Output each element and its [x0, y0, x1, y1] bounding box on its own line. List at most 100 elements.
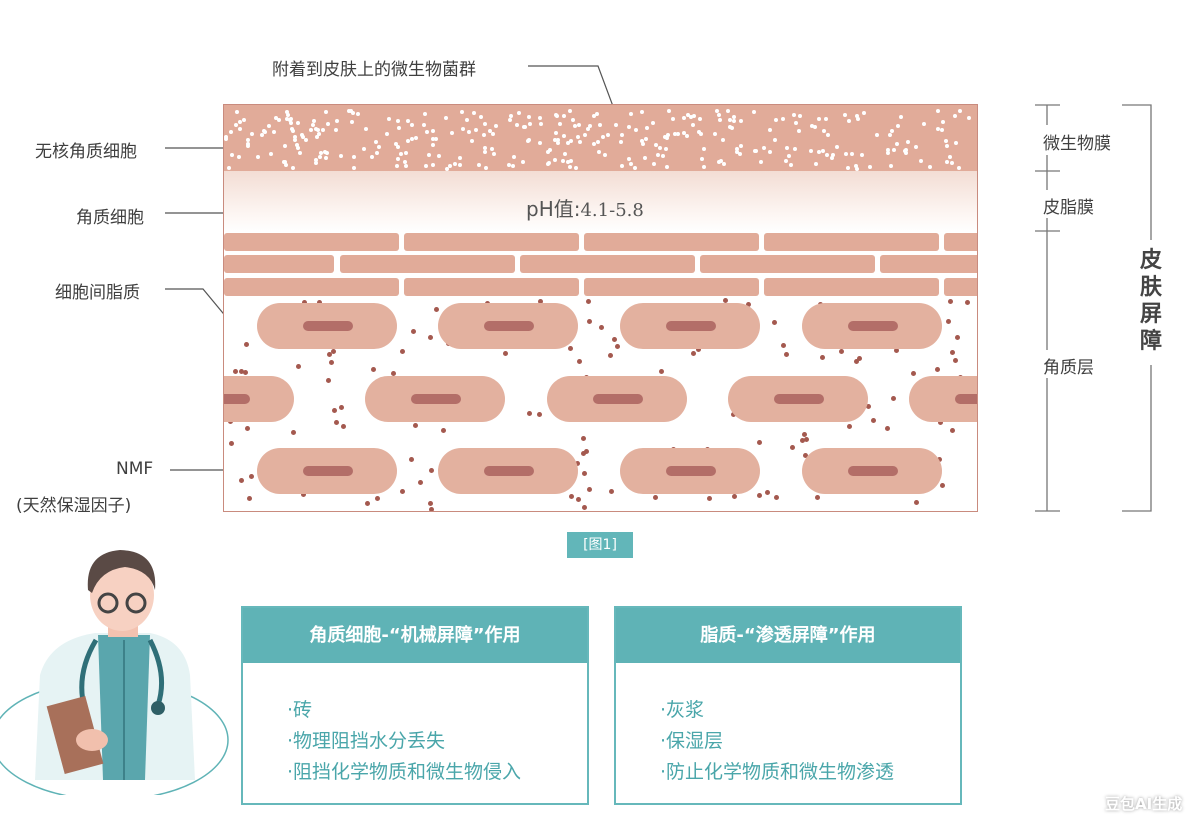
microbe-dot: [477, 162, 482, 167]
microbe-dot: [349, 119, 354, 124]
microbe-dot: [667, 109, 672, 114]
microbe-dot: [234, 110, 239, 115]
microbe-dot: [295, 143, 300, 148]
microbe-dot: [396, 157, 401, 162]
card-item: ·灰浆: [660, 699, 705, 721]
microbe-dot: [681, 131, 686, 136]
microbe-dot: [643, 156, 648, 161]
nmf-dot: [653, 495, 659, 501]
microbe-dot: [450, 131, 455, 136]
corneocyte-cell: [257, 303, 397, 349]
microbe-dot: [482, 149, 487, 154]
microbe-dot: [566, 141, 571, 146]
microbe-dot: [511, 154, 516, 159]
microbe-dot: [734, 146, 739, 151]
corneocyte-cell: [728, 376, 868, 422]
microbe-dot: [324, 109, 329, 114]
card-item: ·防止化学物质和微生物渗透: [660, 761, 895, 783]
microbe-dot: [773, 137, 778, 142]
microbe-dot: [313, 127, 318, 132]
microbe-dot: [444, 166, 449, 171]
nmf-dot: [945, 319, 951, 325]
microbe-dot: [634, 128, 639, 133]
microbe-dot: [860, 152, 865, 157]
microbe-dot: [545, 149, 550, 154]
nmf-dot: [722, 297, 728, 303]
microbe-dot: [300, 132, 305, 137]
nmf-dot: [913, 500, 919, 506]
microbe-dot: [798, 113, 803, 118]
microbe-dot: [906, 139, 911, 144]
microbe-dot: [700, 157, 705, 162]
microbe-dot: [867, 165, 872, 170]
microbe-dot: [301, 135, 306, 140]
microbe-dot: [283, 162, 288, 167]
microbe-dot: [409, 137, 414, 141]
microbe-dot: [546, 162, 551, 167]
corneocyte-cell: [802, 448, 942, 494]
microbe-dot: [430, 137, 435, 142]
microbe-dot: [727, 118, 732, 123]
microbe-dot: [350, 111, 355, 116]
microbe-dot: [767, 127, 772, 132]
microbe-dot: [295, 145, 300, 150]
nmf-dot: [609, 488, 615, 494]
nmf-dot: [583, 449, 589, 455]
nmf-dot: [526, 411, 532, 417]
nmf-dot: [326, 378, 332, 384]
microbe-dot: [291, 166, 296, 171]
microbe-dot: [685, 112, 690, 117]
nmf-dot: [338, 405, 344, 411]
microbe-dot: [285, 117, 290, 122]
microbe-dot: [914, 144, 919, 149]
microbe-dot: [394, 163, 399, 168]
microbe-dot: [484, 165, 489, 170]
microbe-dot: [793, 146, 798, 151]
microbe-dot: [600, 134, 605, 139]
microbe-dot: [394, 141, 398, 146]
microbe-dot: [596, 139, 601, 144]
microbe-dot: [453, 161, 458, 166]
nmf-dot: [953, 357, 959, 363]
microbe-dot: [752, 109, 757, 114]
microbe-dot: [242, 117, 247, 122]
microbe-dot: [395, 119, 400, 124]
nmf-dot: [612, 336, 618, 342]
microbe-dot: [688, 114, 693, 119]
microbe-dot: [404, 164, 409, 169]
microbe-dot: [796, 129, 801, 134]
microbe-dot: [940, 127, 945, 132]
nmf-dot: [568, 493, 574, 499]
microbe-dot: [224, 137, 229, 142]
microbe-dot: [349, 109, 354, 114]
microbe-dot: [314, 134, 319, 139]
microbe-dot: [597, 149, 602, 154]
microbe-dot: [515, 123, 520, 128]
cell-nucleus: [666, 466, 716, 476]
microbe-dot: [424, 129, 429, 134]
microbe-dot: [731, 118, 736, 123]
label-corneocytes: 角质细胞: [76, 208, 144, 228]
microbe-dot: [620, 163, 625, 168]
corneocyte-cell: [802, 303, 942, 349]
lipid-brick: [944, 233, 977, 251]
microbe-dot: [575, 134, 580, 139]
nmf-dot: [581, 436, 587, 442]
microbe-dot: [273, 116, 278, 121]
microbe-dot: [690, 123, 695, 128]
microbe-dot: [460, 110, 465, 115]
cell-nucleus: [593, 394, 643, 404]
microbe-dot: [567, 165, 572, 170]
nmf-dot: [774, 494, 780, 500]
corneocyte-cell: [257, 448, 397, 494]
microbe-dot: [430, 162, 435, 167]
nmf-dot: [300, 492, 306, 498]
lipid-brick: [880, 255, 977, 273]
microbe-dot: [651, 161, 656, 166]
microbe-dot: [507, 117, 512, 122]
microbe-dot: [272, 129, 277, 134]
microbe-dot: [944, 159, 949, 164]
microbe-dot: [491, 151, 496, 156]
microbe-dot: [809, 123, 814, 128]
microbe-dot: [781, 116, 786, 121]
